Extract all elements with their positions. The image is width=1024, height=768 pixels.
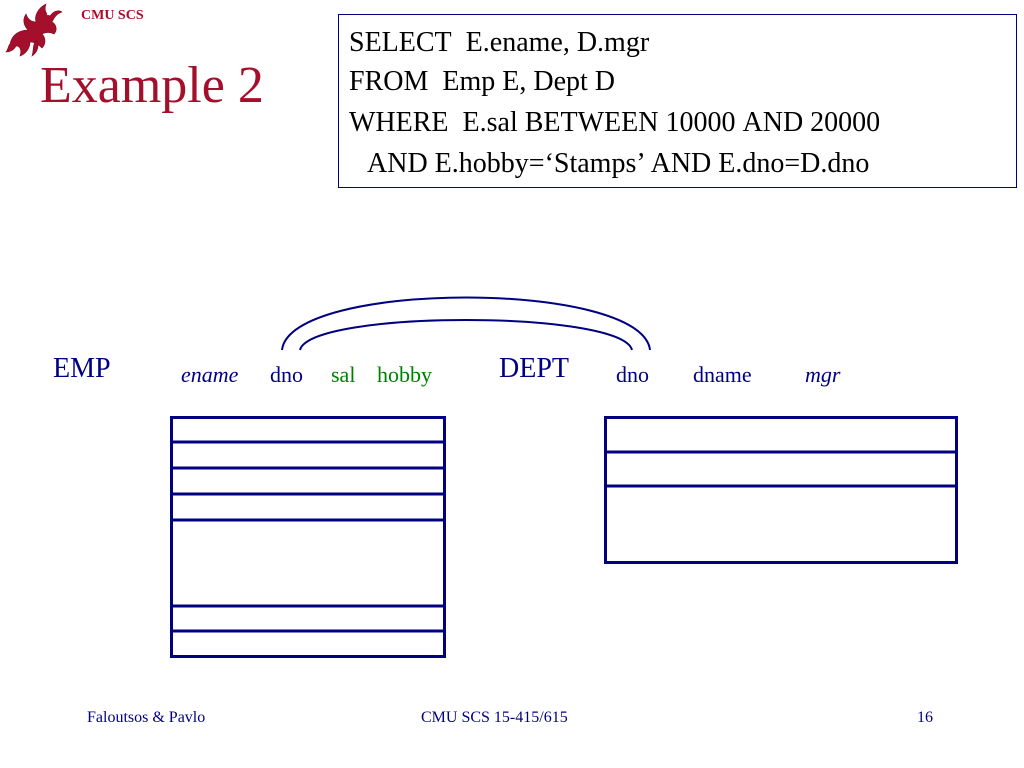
footer-course: CMU SCS 15-415/615: [421, 709, 568, 726]
dept-relation-label: DEPT: [499, 353, 569, 384]
sql-and-line: AND E.hobby=‘Stamps’ AND E.dno=D.dno: [367, 150, 869, 178]
sql-from-line: FROM Emp E, Dept D: [349, 68, 615, 96]
sql-keyword-select: SELECT: [349, 27, 452, 58]
sql-keyword-and: AND: [367, 148, 428, 179]
cmu-dragon-logo: [5, 3, 63, 57]
sql-keyword-where: WHERE: [349, 107, 449, 138]
emp-table: [170, 416, 446, 658]
sql-where-line: WHERE E.sal BETWEEN 10000 AND 20000: [349, 109, 880, 137]
footer-page-number: 16: [917, 709, 933, 726]
dept-column-mgr: mgr: [805, 362, 841, 387]
dept-column-dno: dno: [616, 362, 649, 387]
sql-upper-bound: 20000: [810, 107, 881, 138]
sql-select-list: E.ename, D.mgr: [465, 27, 650, 58]
join-arc: [281, 296, 651, 351]
sql-hobby-predicate: E.hobby=‘Stamps’: [434, 148, 644, 179]
sql-keyword-between: BETWEEN: [524, 107, 659, 138]
emp-column-hobby: hobby: [377, 362, 432, 387]
emp-column-sal: sal: [331, 362, 356, 387]
dept-column-dname: dname: [693, 362, 752, 387]
sql-join-predicate: E.dno=D.dno: [718, 148, 870, 179]
sql-keyword-from: FROM: [349, 66, 429, 97]
sql-where-column: E.sal: [462, 107, 518, 138]
sql-select-line: SELECT E.ename, D.mgr: [349, 29, 649, 57]
sql-keyword-and: AND: [650, 148, 712, 179]
sql-lower-bound: 10000: [665, 107, 736, 138]
dept-table: [604, 416, 958, 564]
sql-keyword-and: AND: [742, 107, 804, 138]
emp-column-ename: ename: [181, 362, 239, 387]
emp-column-dno: dno: [270, 362, 303, 387]
footer-authors: Faloutsos & Pavlo: [87, 709, 206, 726]
slide-title: Example 2: [40, 57, 264, 114]
sql-query-box: SELECT E.ename, D.mgr FROM Emp E, Dept D…: [338, 14, 1017, 188]
emp-relation-label: EMP: [53, 353, 111, 384]
org-label: CMU SCS: [81, 8, 144, 23]
sql-from-list: Emp E, Dept D: [442, 66, 616, 97]
